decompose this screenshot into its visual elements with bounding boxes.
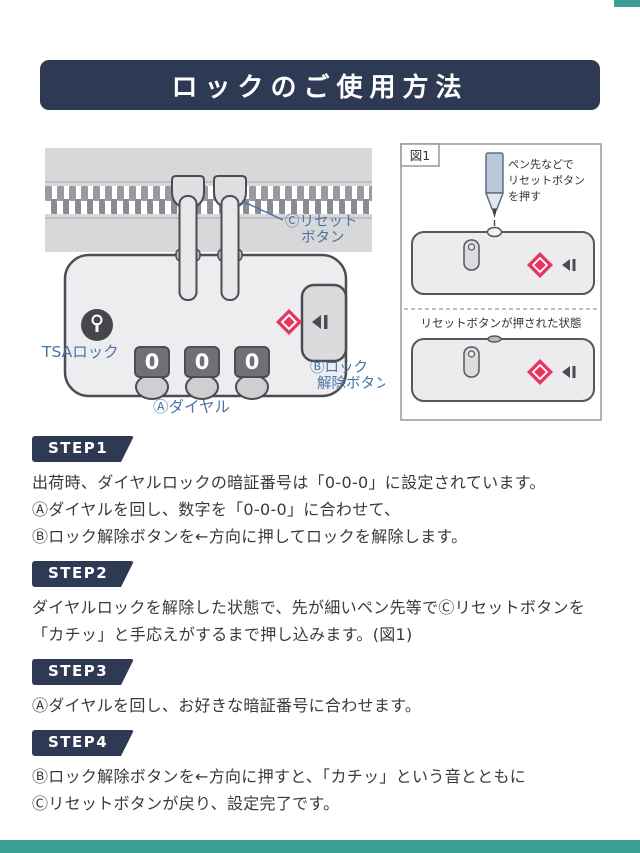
zipper-pull-tabs (178, 195, 240, 301)
fig1-lock-body-bottom (411, 338, 595, 402)
dial-window-3 (234, 346, 270, 378)
step-3-line-1: Ⓐダイヤルを回し、お好きな暗証番号に合わせます。 (32, 696, 422, 715)
push-direction-triangle-icon (312, 315, 321, 329)
key-stem (95, 323, 99, 332)
zipper-fabric-top (45, 148, 372, 186)
steps-section: STEP1 出荷時、ダイヤルロックの暗証番号は「0-0-0」に設定されています。… (32, 436, 614, 817)
step-2-badge: STEP2 (32, 561, 134, 587)
step-1-line-3: Ⓑロック解除ボタンを←方向に押してロックを解除します。 (32, 527, 468, 546)
fig1-diamond-bottom-inner (531, 363, 549, 381)
lock-zipper-diagram: 0 0 0 Ⓒリセット ボタン TSAロック Ⓑロック 解除ボタン Ⓐダイヤル (41, 148, 385, 416)
pressed-state-caption: リセットボタンが押された状態 (421, 316, 582, 330)
diamond-inner (280, 313, 298, 331)
dial-wheel-1 (135, 374, 169, 400)
pen-nib (492, 209, 497, 218)
figure1-tag: 図1 (410, 148, 430, 163)
pull-tab-left (178, 195, 198, 301)
step-1-badge: STEP1 (32, 436, 134, 462)
step-4-line-1: Ⓑロック解除ボタンを←方向に押すと、「カチッ」という音とともに (32, 767, 527, 786)
fig1-bar-top-icon (572, 259, 576, 271)
pen-icon (484, 152, 505, 226)
reset-button-raised (486, 226, 503, 238)
pull-tab-right (220, 195, 240, 301)
page-title: ロックのご使用方法 (171, 72, 469, 103)
pen-note-line3: を押す (508, 189, 541, 203)
dial-digit-2: 0 (195, 350, 210, 374)
dial-digit-3: 0 (245, 350, 260, 374)
figure1-box: 図1 ペン先などで リセットボタン を押す リセットボタンが押された状態 (400, 143, 602, 421)
release-button (300, 283, 348, 363)
step-3-badge: STEP3 (32, 659, 134, 685)
release-label-line1: Ⓑロック (310, 359, 368, 376)
zipper-teeth (45, 186, 372, 214)
fig1-bar-bottom-icon (572, 366, 576, 378)
step-4: STEP4 Ⓑロック解除ボタンを←方向に押すと、「カチッ」という音とともに Ⓒリ… (32, 719, 614, 817)
dial-wheel-3 (235, 374, 269, 400)
diagram-labels: Ⓒリセット ボタン TSAロック Ⓑロック 解除ボタン Ⓐダイヤル (41, 200, 385, 416)
pen-body (485, 152, 504, 194)
step-3-badge-label: STEP3 (48, 662, 109, 680)
reset-button-pressed (487, 335, 502, 343)
page-title-banner: ロックのご使用方法 (40, 60, 600, 110)
fig1-triangle-top-icon (562, 259, 570, 271)
fig1-triangle-bottom-icon (562, 366, 570, 378)
push-direction-bar-icon (324, 315, 328, 329)
tsa-diamond-logo-icon (276, 309, 302, 335)
step-4-badge-label: STEP4 (48, 733, 109, 751)
fig1-diamond-top-inner (531, 256, 549, 274)
pen-note-line2: リセットボタン (508, 174, 585, 187)
keyhole-icon (81, 309, 113, 341)
diamond-outer (276, 309, 302, 335)
figure1-lock-pressed-state (411, 335, 595, 402)
bottom-teal-bar (0, 840, 640, 853)
step-4-line-2: Ⓒリセットボタンが戻り、設定完了です。 (32, 794, 340, 813)
reset-label-pointer (241, 200, 284, 221)
dial-window-2 (184, 346, 220, 378)
top-right-teal-accent (614, 0, 640, 7)
dial-window-1 (134, 346, 170, 378)
figure1-lock-top-state (411, 226, 595, 295)
tsa-lock-label: TSAロック (41, 343, 119, 361)
dial-label: Ⓐダイヤル (153, 398, 230, 416)
step-1-line-2: Ⓐダイヤルを回し、数字を「0-0-0」に合わせて、 (32, 500, 401, 519)
dial-wheel-2 (185, 374, 219, 400)
release-label-line2: 解除ボタン (317, 375, 385, 392)
pen-note-line1: ペン先などで (508, 158, 574, 171)
fig1-pull-tab-top (463, 239, 480, 271)
step-1-badge-label: STEP1 (48, 439, 109, 457)
reset-button-label-line2: ボタン (301, 229, 345, 246)
step-1-line-1: 出荷時、ダイヤルロックの暗証番号は「0-0-0」に設定されています。 (32, 473, 546, 492)
dials: 0 0 0 (134, 346, 270, 400)
step-2-line-1: ダイヤルロックを解除した状態で、先が細いペン先等でⒸリセットボタンを (32, 598, 586, 617)
fig1-diamond-bottom (527, 359, 553, 385)
step-2-badge-label: STEP2 (48, 564, 109, 582)
dial-digit-1: 0 (145, 350, 160, 374)
step-3: STEP3 Ⓐダイヤルを回し、お好きな暗証番号に合わせます。 (32, 648, 614, 719)
fig1-lock-body-top (411, 231, 595, 295)
step-2: STEP2 ダイヤルロックを解除した状態で、先が細いペン先等でⒸリセットボタンを… (32, 550, 614, 648)
reset-button-label-line1: Ⓒリセット (285, 213, 358, 230)
figure1-tag-box (400, 143, 440, 167)
step-1: STEP1 出荷時、ダイヤルロックの暗証番号は「0-0-0」に設定されています。… (32, 436, 614, 550)
fig1-pull-tab-bottom (463, 346, 480, 378)
zipper-fabric-bottom (45, 214, 372, 252)
fig1-tab-hole-top (467, 243, 476, 251)
fig1-diamond-top (527, 252, 553, 278)
zipper-band (45, 148, 372, 252)
step-4-badge: STEP4 (32, 730, 134, 756)
fig1-tab-hole-bottom (467, 350, 476, 358)
step-2-line-2: 「カチッ」と手応えがするまで押し込みます。(図1) (32, 625, 413, 644)
